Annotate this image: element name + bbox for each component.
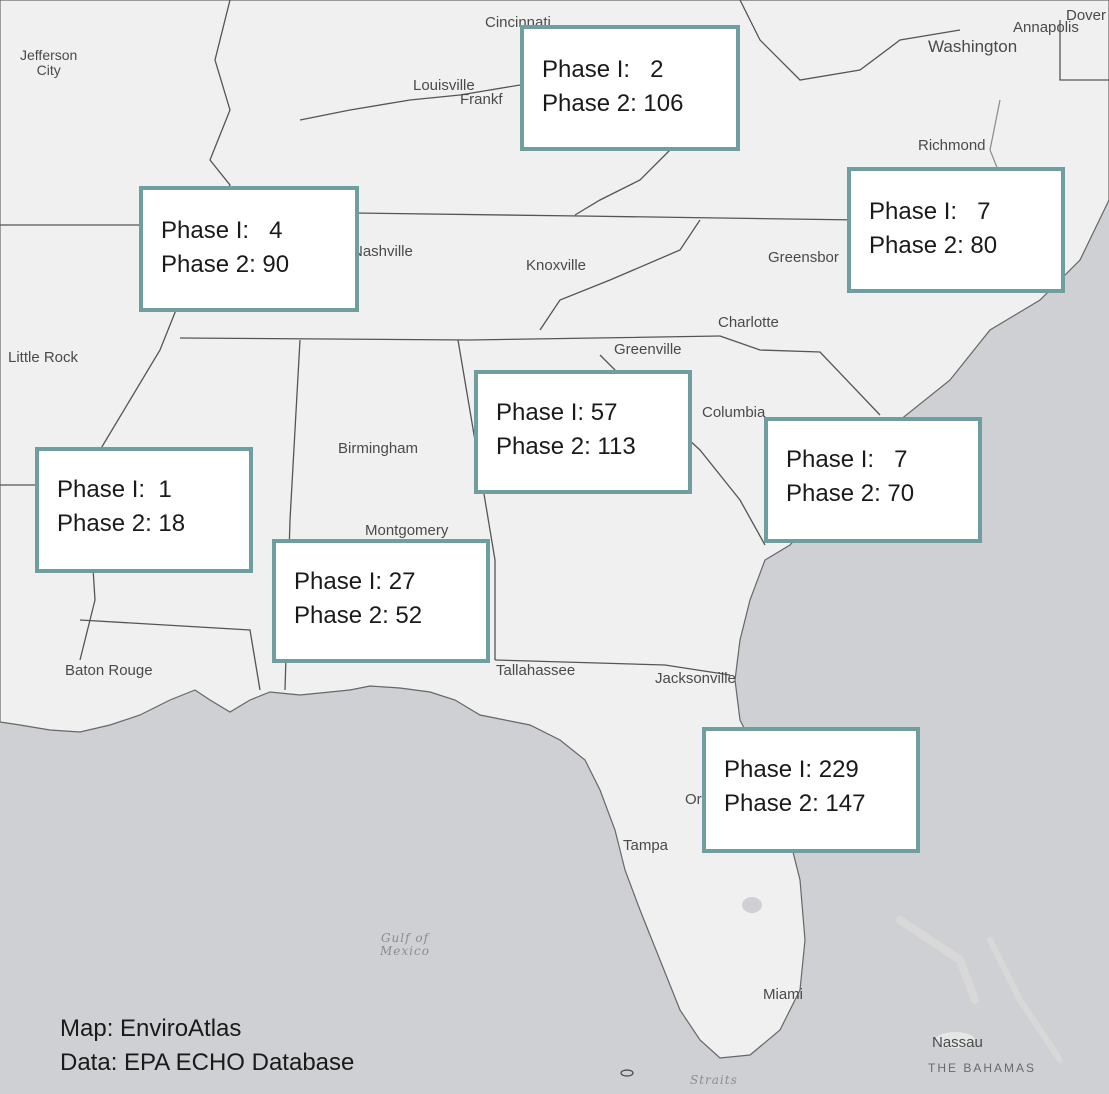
callout-phase1-row: Phase I: 57 xyxy=(496,399,618,426)
callout-phase2-row: Phase 2: 90 xyxy=(161,251,290,278)
place-greensboro: Greensbor xyxy=(768,249,839,266)
data-source-credit: Data: EPA ECHO Database xyxy=(60,1049,355,1076)
callout-florida[interactable]: Phase I: 229 Phase 2: 147 xyxy=(702,727,920,853)
place-little-rock: Little Rock xyxy=(8,349,79,366)
place-baton-rouge: Baton Rouge xyxy=(65,662,153,679)
callout-phase2-row: Phase 2: 106 xyxy=(542,90,684,117)
place-nassau: Nassau xyxy=(932,1034,983,1051)
callout-phase2-row: Phase 2: 52 xyxy=(294,602,423,629)
place-annapolis: Annapolis xyxy=(1013,19,1079,36)
place-louisville: Louisville xyxy=(413,77,475,94)
place-birmingham: Birmingham xyxy=(338,440,419,457)
callout-georgia[interactable]: Phase I: 57 Phase 2: 113 xyxy=(474,370,692,494)
callout-alabama[interactable]: Phase I: 27 Phase 2: 52 xyxy=(272,539,490,663)
callout-tennessee[interactable]: Phase I: 4 Phase 2: 90 xyxy=(139,186,359,312)
place-greenville: Greenville xyxy=(614,341,682,358)
place-tallahassee: Tallahassee xyxy=(496,662,576,679)
place-orlando: Or xyxy=(685,791,702,808)
place-richmond: Richmond xyxy=(918,137,986,154)
callout-phase2-row: Phase 2: 147 xyxy=(724,790,866,817)
callout-phase2-row: Phase 2: 18 xyxy=(57,510,186,537)
callout-phase1-row: Phase I: 7 xyxy=(786,446,908,473)
place-washington: Washington xyxy=(928,37,1018,56)
place-nashville: Nashville xyxy=(352,243,413,260)
place-montgomery: Montgomery xyxy=(365,522,449,539)
place-columbia: Columbia xyxy=(702,404,766,421)
callout-phase2-row: Phase 2: 80 xyxy=(869,232,998,259)
place-jefferson-city: Jefferson City xyxy=(20,47,78,78)
place-miami: Miami xyxy=(763,986,803,1003)
callout-south-carolina[interactable]: Phase I: 7 Phase 2: 70 xyxy=(764,417,982,543)
callout-phase1-row: Phase I: 229 xyxy=(724,756,859,783)
place-jacksonville: Jacksonville xyxy=(655,670,736,687)
callout-phase1-row: Phase I: 2 xyxy=(542,56,664,83)
place-the-bahamas: THE BAHAMAS xyxy=(928,1061,1037,1075)
callout-north-carolina[interactable]: Phase I: 7 Phase 2: 80 xyxy=(847,167,1065,293)
place-gulf-of-mexico: Gulf of Mexico xyxy=(380,931,430,958)
callout-phase2-row: Phase 2: 113 xyxy=(496,433,636,460)
place-frankfort: Frankf xyxy=(460,91,503,108)
place-dover: Dover xyxy=(1066,7,1107,24)
place-charlotte: Charlotte xyxy=(718,314,779,331)
callout-kentucky[interactable]: Phase I: 2 Phase 2: 106 xyxy=(520,25,740,151)
callout-phase1-row: Phase I: 7 xyxy=(869,198,991,225)
map-credits: Map: EnviroAtlas Data: EPA ECHO Database xyxy=(60,1012,354,1080)
callout-phase1-row: Phase I: 1 xyxy=(57,476,172,503)
map-source-credit: Map: EnviroAtlas xyxy=(60,1015,242,1042)
callout-phase1-row: Phase I: 4 xyxy=(161,217,283,244)
place-knoxville: Knoxville xyxy=(526,257,587,274)
place-tampa: Tampa xyxy=(623,837,669,854)
callout-phase1-row: Phase I: 27 xyxy=(294,568,416,595)
callout-phase2-row: Phase 2: 70 xyxy=(786,480,915,507)
callout-mississippi[interactable]: Phase I: 1 Phase 2: 18 xyxy=(35,447,253,573)
place-straits: Straits xyxy=(690,1073,738,1087)
